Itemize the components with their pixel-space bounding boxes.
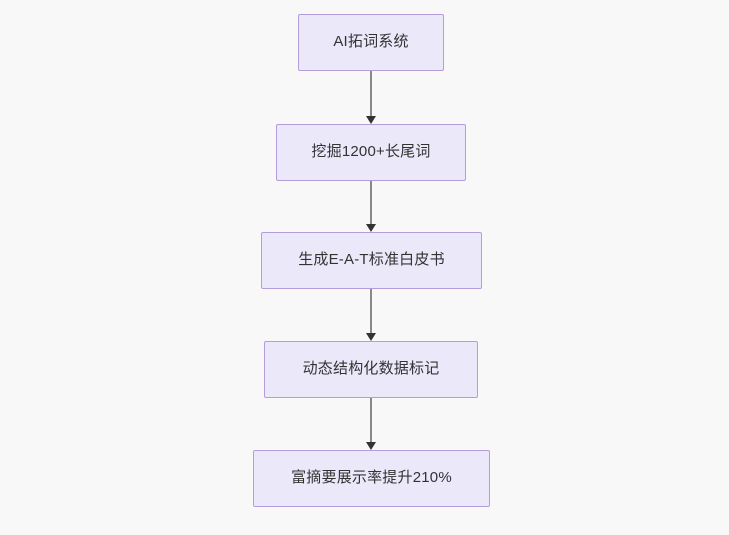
arrowhead-down-icon xyxy=(366,442,376,450)
arrowhead-down-icon xyxy=(366,116,376,124)
edge-line xyxy=(370,71,372,116)
edge-line xyxy=(370,398,372,442)
flow-node-label: 富摘要展示率提升210% xyxy=(291,469,452,487)
flow-node-5[interactable]: 富摘要展示率提升210% xyxy=(253,450,490,507)
edge-line xyxy=(370,181,372,224)
flow-node-label: 挖掘1200+长尾词 xyxy=(311,143,431,161)
flow-node-3[interactable]: 生成E-A-T标准白皮书 xyxy=(261,232,482,289)
flow-node-4[interactable]: 动态结构化数据标记 xyxy=(264,341,478,398)
arrowhead-down-icon xyxy=(366,224,376,232)
arrowhead-down-icon xyxy=(366,333,376,341)
edge-line xyxy=(370,289,372,333)
flow-node-label: AI拓词系统 xyxy=(333,33,409,51)
flow-node-1[interactable]: AI拓词系统 xyxy=(298,14,444,71)
flow-node-label: 动态结构化数据标记 xyxy=(302,360,440,378)
flow-node-label: 生成E-A-T标准白皮书 xyxy=(298,251,445,269)
flow-node-2[interactable]: 挖掘1200+长尾词 xyxy=(276,124,466,181)
